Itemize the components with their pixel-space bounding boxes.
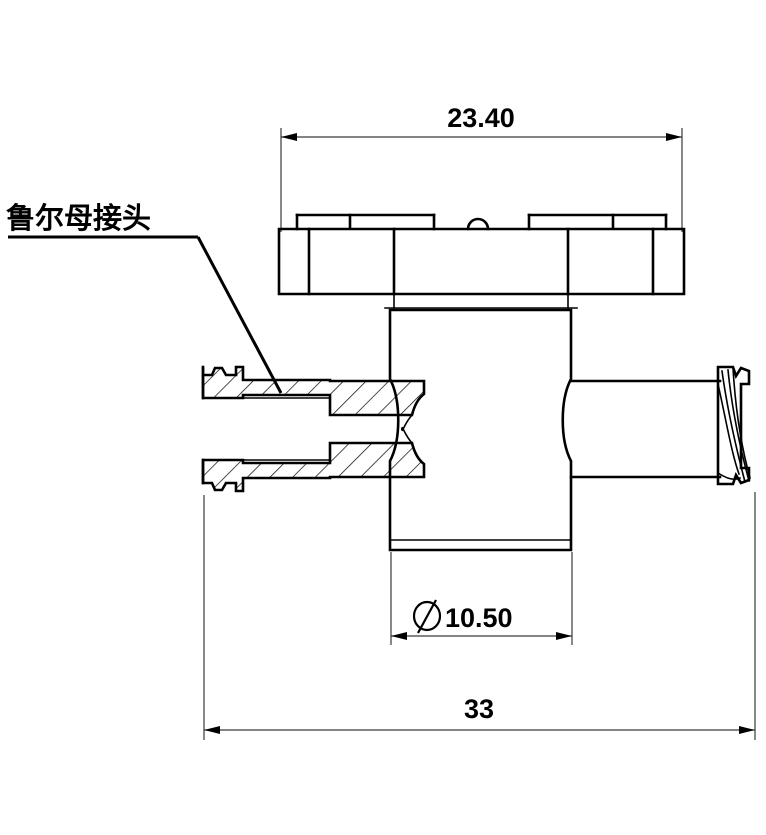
dimension-33-group: 33 [203,492,756,740]
right-collar-taper-line-3 [732,367,751,479]
dimension-23-40-label: 23.40 [447,103,515,133]
arrow-right-d1050 [556,632,572,640]
dimension-diameter-10-50-group: 10.50 [390,552,573,645]
leader-angled-segment [196,236,283,394]
handle-center-bump [466,217,490,231]
luer-female-connector-note-group: 鲁尔母接头 [6,201,283,394]
arrow-left-2340 [281,133,297,141]
arrow-right-33 [739,726,755,734]
right-luer-port-flange [569,365,751,486]
right-collar-bottom-arc [716,471,742,480]
valve-stem-neck [384,293,578,309]
left-port-cone-upper [401,413,414,432]
dimension-33-label: 33 [464,694,494,724]
arrow-left-d1050 [391,632,407,640]
dimension-10-50-label: 10.50 [445,603,513,633]
dimension-23-40-group: 23.40 [280,103,683,232]
handle-body-outline [277,227,686,296]
right-collar-inner-curve [717,383,741,476]
left-port-cone-lower [401,426,414,445]
arrow-left-33 [204,726,220,734]
right-collar-taper-line-1 [721,370,746,483]
valve-handle-lever [277,213,686,296]
arrow-right-2340 [666,133,682,141]
luer-female-connector-note: 鲁尔母接头 [6,201,151,235]
diameter-symbol-icon [412,599,442,634]
right-collar-taper-line-2 [727,369,750,482]
